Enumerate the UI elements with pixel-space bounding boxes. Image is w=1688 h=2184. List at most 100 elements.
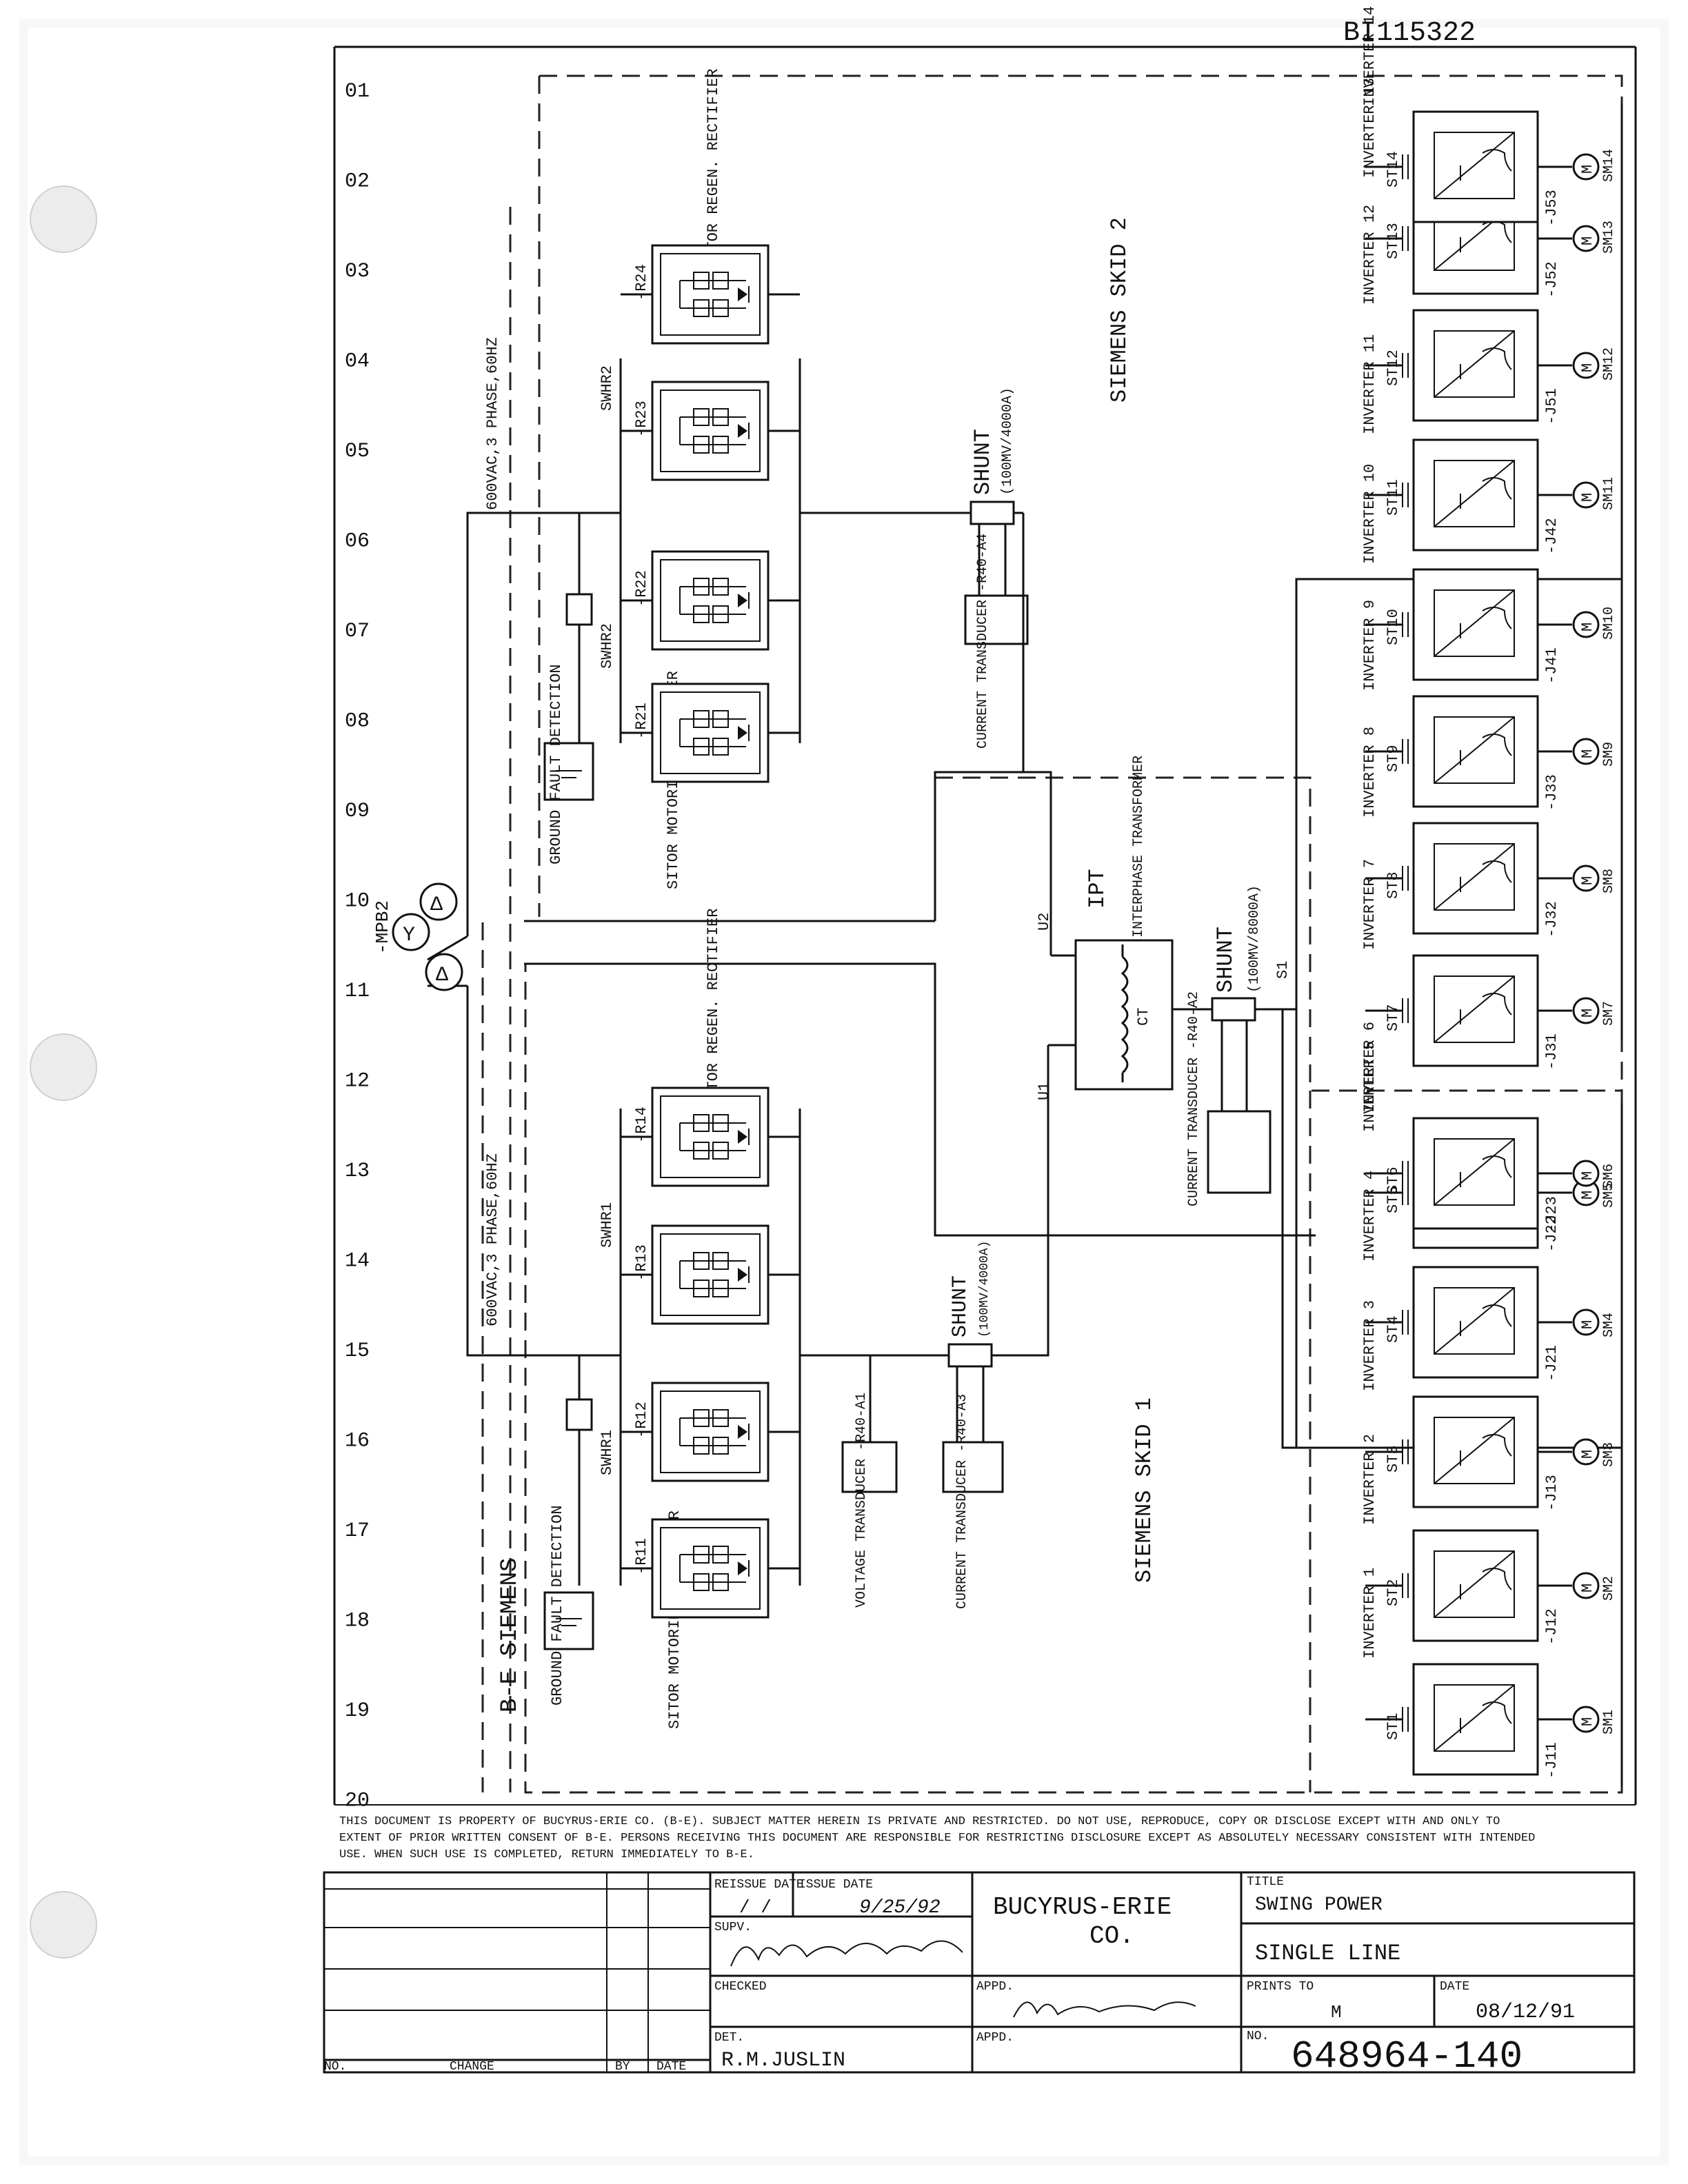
unit-label: -J11: [1543, 1742, 1560, 1779]
ipt-sublabel: INTERPHASE TRANSFORMER: [1131, 756, 1147, 938]
rectifier-r24: -R24: [633, 244, 770, 345]
motor-tag: SM7: [1601, 1001, 1617, 1026]
unit-label: -J51: [1543, 388, 1560, 425]
rectifier-r14: -R14: [633, 1086, 770, 1187]
ipt-label: IPT: [1085, 869, 1110, 909]
motor-symbol: M: [1579, 165, 1596, 174]
svg-text:Δ: Δ: [436, 964, 448, 987]
ipt-shunt-label: SHUNT: [1213, 927, 1238, 993]
title-block-issue-date: 9/25/92: [859, 1897, 941, 1919]
inverter-name: INVERTER 6: [1361, 1022, 1378, 1113]
title-block-reissue-date: / /: [739, 1897, 772, 1918]
switch-label: ST6: [1385, 1166, 1402, 1194]
row-number: 14: [345, 1250, 370, 1273]
title-block-rev-no-label: NO.: [324, 2060, 346, 2074]
skid-2-shunt-rating: (100MV/4000A): [1000, 387, 1016, 495]
inverter-name: INVERTER 9: [1361, 600, 1378, 691]
title-block: [323, 1871, 1636, 2074]
skid-1-switch-label-1: SWHR1: [599, 1430, 616, 1475]
row-number: 20: [345, 1790, 370, 1813]
svg-text:Y: Y: [403, 924, 415, 947]
feeder-label-lower: 600VAC,3 PHASE,60HZ: [484, 1153, 501, 1326]
switch-label: ST13: [1385, 223, 1402, 259]
switch-label: ST14: [1385, 151, 1402, 188]
title-block-det-label: DET.: [714, 2031, 744, 2045]
title-block-issue-date-label: ISSUE DATE: [798, 1878, 873, 1892]
inverter-name: INVERTER 12: [1361, 205, 1378, 305]
rectifier-r12: -R12: [633, 1382, 770, 1482]
skid-1-shunt-rating: (100MV/4000A): [978, 1241, 992, 1337]
motor-symbol: M: [1579, 1320, 1596, 1329]
title-block-det-name: R.M.JUSLIN: [721, 2049, 845, 2072]
ipt-ct-label: CT: [1135, 1008, 1152, 1026]
inverter-name: INVERTER 5: [1361, 1041, 1378, 1132]
skid-1-shunt-label: SHUNT: [949, 1275, 972, 1337]
row-number: 17: [345, 1519, 370, 1543]
unit-label: -J52: [1543, 261, 1560, 298]
ipt-shunt-rating: (100MV/8000A): [1247, 885, 1263, 993]
transformer-label: -MPB2: [372, 900, 393, 954]
title-block-prints-to: M: [1331, 2002, 1342, 2023]
switch-label: ST10: [1385, 609, 1402, 645]
inverter-name: INVERTER 7: [1361, 859, 1378, 950]
row-number: 15: [345, 1339, 370, 1363]
skid-1-switch-label-2: SWHR1: [599, 1202, 616, 1248]
title-block-drawing-number: 648964-140: [1291, 2034, 1523, 2079]
skid-1-voltage-transducer: VOLTAGE TRANSDUCER -R40-A1: [854, 1393, 870, 1608]
rectifier-r11: -R11: [633, 1518, 770, 1619]
inverter-name: INVERTER 14: [1361, 6, 1378, 106]
row-number: 06: [345, 530, 370, 554]
row-number: 13: [345, 1160, 370, 1183]
inverter-name: INVERTER 8: [1361, 727, 1378, 818]
title-block-title-label: TITLE: [1247, 1875, 1284, 1889]
unit-label: -J31: [1543, 1033, 1560, 1070]
motor-tag: SM10: [1601, 607, 1617, 640]
title-block-supv-label: SUPV.: [714, 1921, 752, 1934]
motor-tag: SM3: [1601, 1442, 1617, 1467]
motor-symbol: M: [1579, 1171, 1596, 1180]
main-transformer: Y Δ Δ: [392, 882, 463, 991]
row-number: 07: [345, 620, 370, 643]
motor-tag: SM1: [1601, 1710, 1617, 1735]
switch-label: ST2: [1385, 1579, 1402, 1606]
inverter-name: INVERTER 4: [1361, 1171, 1378, 1262]
motor-tag: SM14: [1601, 149, 1617, 182]
title-block-company-line2: CO.: [1089, 1922, 1134, 1950]
title-block-change-label: CHANGE: [450, 2060, 494, 2074]
switch-label: ST4: [1385, 1315, 1402, 1343]
skid-2-regen-label: SITOR REGEN. RECTIFIER: [705, 69, 722, 269]
title-block-checked-label: CHECKED: [714, 1980, 767, 1994]
rectifier-r23: -R23: [633, 381, 770, 481]
inverter-name: INVERTER 1: [1361, 1568, 1378, 1659]
row-number: 11: [345, 980, 370, 1003]
row-number: 12: [345, 1070, 370, 1093]
switch-label: ST9: [1385, 745, 1402, 772]
inverter-name: INVERTER 10: [1361, 464, 1378, 564]
row-number: 09: [345, 800, 370, 823]
feeder-label-upper: 600VAC,3 PHASE,60HZ: [484, 337, 501, 510]
motor-symbol: M: [1579, 236, 1596, 245]
title-block-reissue-date-label: REISSUE DATE: [714, 1878, 804, 1892]
document-id: BI115322: [1343, 18, 1476, 49]
inverter-name: INVERTER 11: [1361, 334, 1378, 434]
row-number: 16: [345, 1430, 370, 1453]
row-number: 05: [345, 440, 370, 463]
motor-tag: SM13: [1601, 221, 1617, 254]
switch-label: ST5: [1385, 1186, 1402, 1213]
skid-1-shunt: [942, 1045, 1049, 1493]
skid-2-switch-label-1: SWHR2: [599, 623, 616, 669]
rectifier-layer: -R21-R22-R23-R24-R11-R12-R13-R14: [621, 244, 800, 1619]
unit-label: -J22: [1543, 1215, 1560, 1252]
title-block-appd-label-1: APPD.: [976, 1980, 1014, 1994]
